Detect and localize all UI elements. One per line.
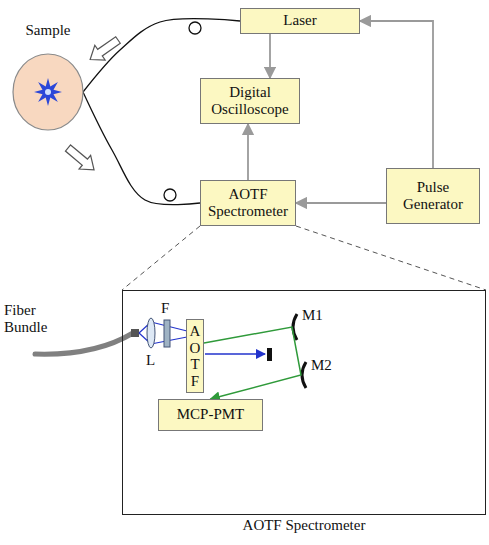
node-label: AOTF Spectrometer	[205, 186, 291, 221]
lens-label: L	[146, 352, 155, 369]
beam-dump	[267, 348, 272, 361]
fluorescence-burst	[34, 78, 62, 106]
filter-label: F	[161, 300, 169, 317]
signal-line	[247, 124, 249, 180]
spectrometer-inset: AOTF SpectrometerAOTFMCP-PMT	[122, 290, 486, 515]
fiber-coil	[164, 189, 176, 201]
signal-line	[269, 34, 271, 78]
node-label: Sample	[26, 22, 71, 39]
sample-outline	[10, 22, 86, 134]
zoom-line	[296, 226, 486, 290]
node-label: AOTF	[188, 323, 203, 389]
sample-disc	[13, 54, 83, 130]
node-label: Digital Oscilloscope	[205, 84, 295, 119]
node-label: Pulse Generator	[391, 179, 475, 214]
diffracted-beam	[204, 327, 301, 399]
spectrometer-box: AOTF Spectrometer	[200, 180, 296, 226]
filter	[164, 320, 170, 347]
inset-caption: AOTF Spectrometer	[123, 517, 485, 534]
optical-fiber	[83, 92, 200, 205]
light-direction-arrow	[85, 33, 123, 67]
trigger-line	[360, 21, 433, 168]
aotf-crystal: AOTF	[186, 319, 204, 393]
laser-box: Laser	[240, 8, 360, 34]
node-label: Laser	[283, 12, 316, 29]
excitation-spot	[45, 89, 51, 95]
light-direction-arrow	[62, 141, 100, 177]
oscilloscope-box: Digital Oscilloscope	[200, 78, 300, 124]
zoom-line	[122, 226, 200, 290]
lens	[147, 318, 155, 348]
fiber-ferrule	[131, 329, 139, 337]
mirror-label: M2	[311, 357, 332, 374]
mirror-label: M1	[302, 307, 323, 324]
mcp-pmt-box: MCP-PMT	[158, 399, 263, 431]
fiber-bundle-label: Fiber Bundle	[4, 302, 58, 337]
fiber-coil	[189, 22, 201, 34]
trigger-line	[296, 202, 386, 204]
concave-mirror	[302, 362, 306, 388]
pulse-generator-box: Pulse Generator	[386, 168, 480, 224]
undiffracted-beam	[205, 353, 265, 355]
node-label: MCP-PMT	[177, 406, 245, 423]
sample-ellipse: Sample	[10, 22, 86, 134]
fiber-bundle	[35, 333, 133, 354]
